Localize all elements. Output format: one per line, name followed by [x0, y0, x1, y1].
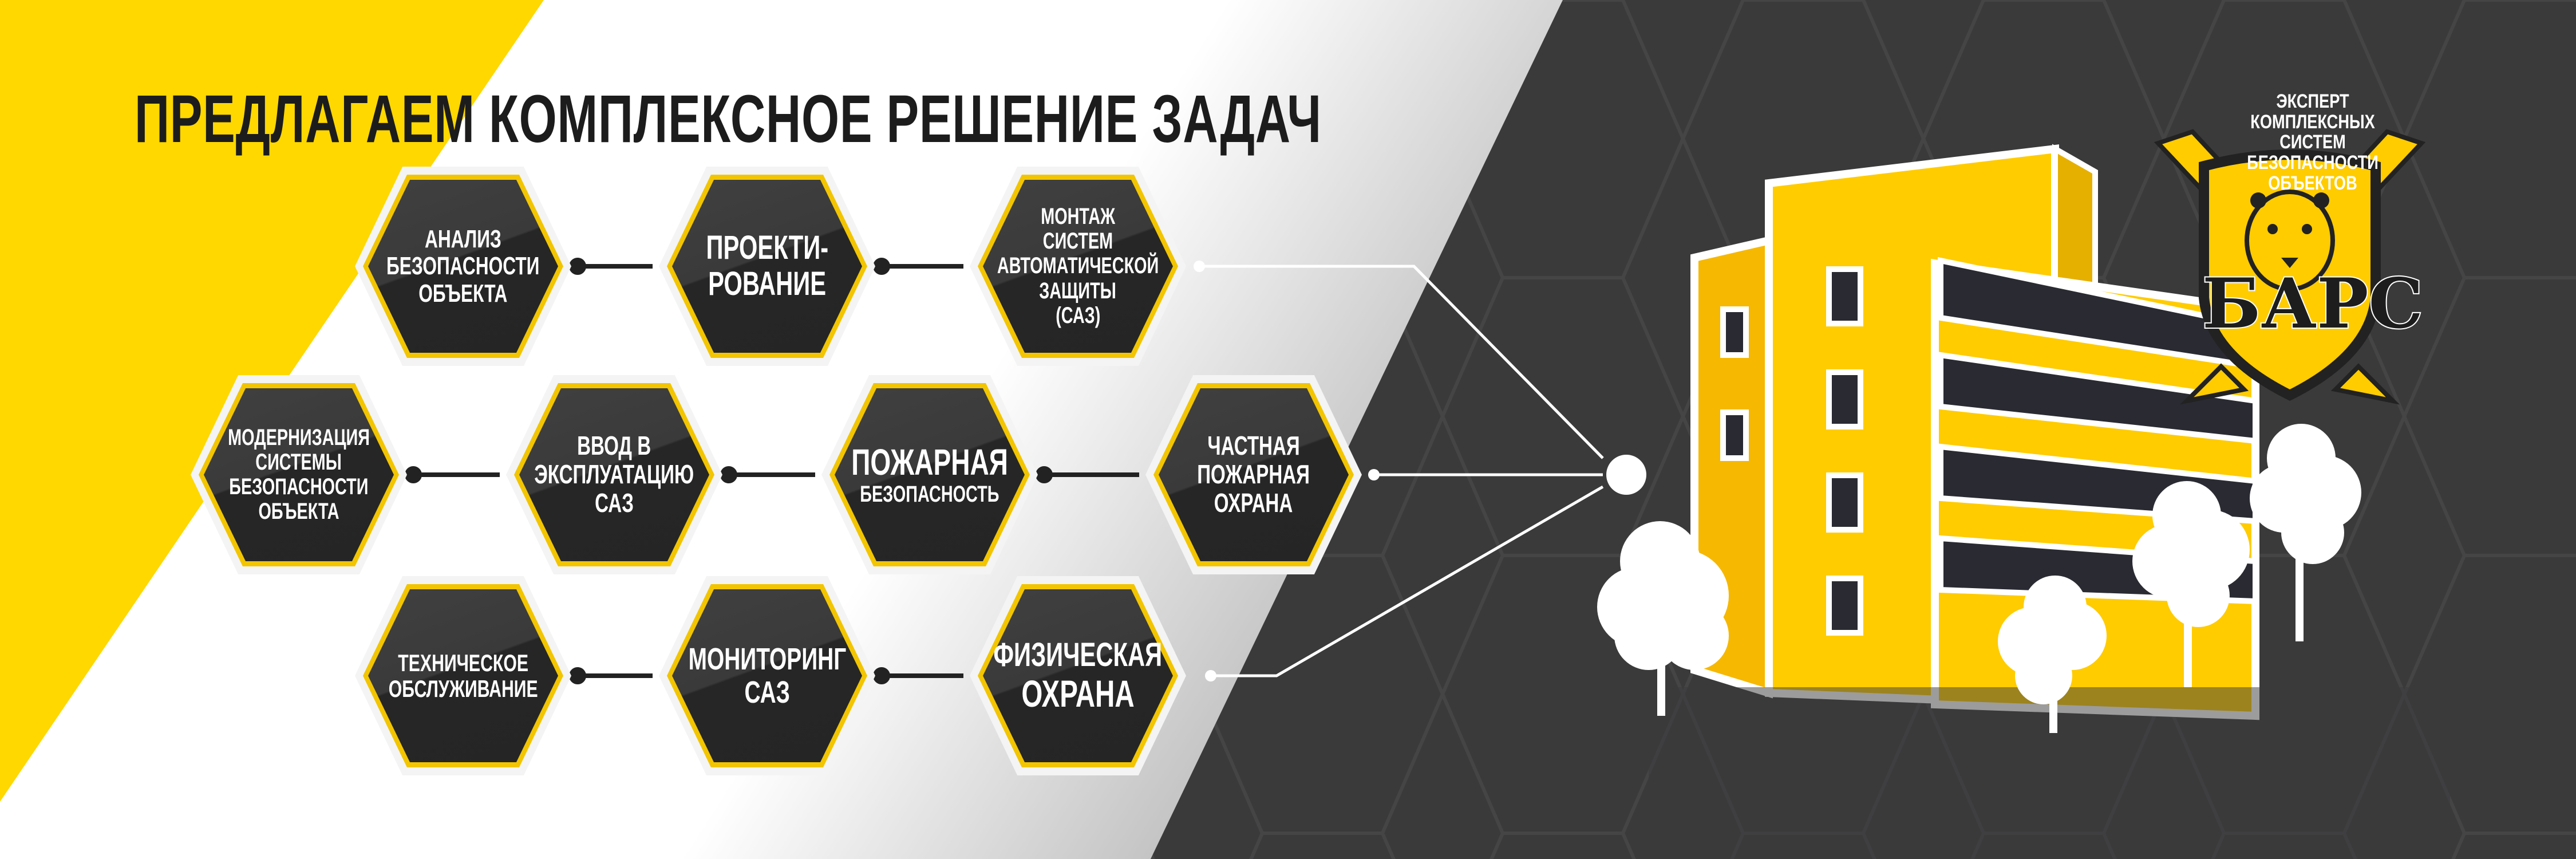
service-label-line: МОДЕРНИЗАЦИЯ	[228, 424, 370, 450]
page-title: ПРЕДЛАГАЕМ КОМПЛЕКСНОЕ РЕШЕНИЕ ЗАДАЧ	[135, 81, 1322, 157]
service-label-line: СИСТЕМЫ	[255, 449, 342, 475]
service-label-line: ВВОД В	[577, 431, 651, 461]
logo-name: БАРС	[2201, 262, 2424, 345]
service-label-line: АВТОМАТИЧЕСКОЙ	[997, 253, 1159, 279]
service-label-line: СИСТЕМ	[1042, 228, 1113, 254]
service-label-line: ОБСЛУЖИВАНИЕ	[388, 675, 538, 702]
service-label: ПРОЕКТИ-РОВАНИЕ	[667, 175, 867, 358]
service-label-line: БЕЗОПАСНОСТЬ	[860, 481, 999, 507]
service-label-line: ПОЖАРНАЯ	[1197, 459, 1310, 490]
service-label-line: МОНИТОРИНГ	[688, 641, 846, 676]
service-label-line: ЧАСТНАЯ	[1207, 431, 1300, 461]
service-label-line: ОБЪЕКТА	[418, 279, 508, 308]
service-label-line: ОБЪЕКТА	[258, 499, 339, 525]
service-label-line: БЕЗОПАСНОСТИ	[386, 252, 540, 281]
service-label-line: ФИЗИЧЕСКАЯ	[993, 636, 1163, 674]
service-label-line: РОВАНИЕ	[708, 265, 827, 302]
service-label-line: ПРОЕКТИ-	[706, 229, 828, 267]
service-label-line: ОХРАНА	[1021, 672, 1135, 715]
service-hex-design: ПРОЕКТИ-РОВАНИЕ	[659, 167, 875, 366]
service-label-line: (САЗ)	[1055, 302, 1101, 328]
connector-lines	[1199, 265, 1604, 677]
service-label-line: БЕЗОПАСНОСТИ	[229, 474, 369, 499]
hub-dot	[1606, 455, 1646, 495]
trees	[1597, 424, 2361, 733]
service-label-line: МОНТАЖ	[1041, 204, 1115, 230]
service-label-line: ЗАЩИТЫ	[1039, 278, 1117, 304]
logo-caption-line: СИСТЕМ БЕЗОПАСНОСТИ	[2247, 131, 2379, 174]
service-label-line: САЗ	[595, 487, 634, 518]
service-label-line: ПОЖАРНАЯ	[851, 441, 1008, 483]
logo-caption-line: ЭКСПЕРТ КОМПЛЕКСНЫХ	[2250, 90, 2375, 133]
service-label-line: ЭКСПЛУАТАЦИЮ	[534, 459, 694, 490]
connector-dot	[720, 466, 737, 483]
connector-dot	[873, 667, 890, 684]
connector-dot	[569, 667, 586, 684]
logo-caption-line: ОБЪЕКТОВ	[2268, 172, 2357, 194]
connector-dot	[1036, 466, 1053, 483]
connector-dot	[569, 258, 586, 275]
service-label-line: ТЕХНИЧЕСКОЕ	[398, 649, 528, 676]
service-label-line: АНАЛИЗ	[425, 224, 501, 253]
connector-dot	[405, 466, 422, 483]
logo-caption: ЭКСПЕРТ КОМПЛЕКСНЫХ СИСТЕМ БЕЗОПАСНОСТИ …	[2187, 90, 2439, 194]
connector-dot	[873, 258, 890, 275]
service-label-line: ОХРАНА	[1214, 487, 1293, 518]
logo-emblem	[2154, 129, 2426, 405]
service-label-line: САЗ	[744, 675, 790, 710]
